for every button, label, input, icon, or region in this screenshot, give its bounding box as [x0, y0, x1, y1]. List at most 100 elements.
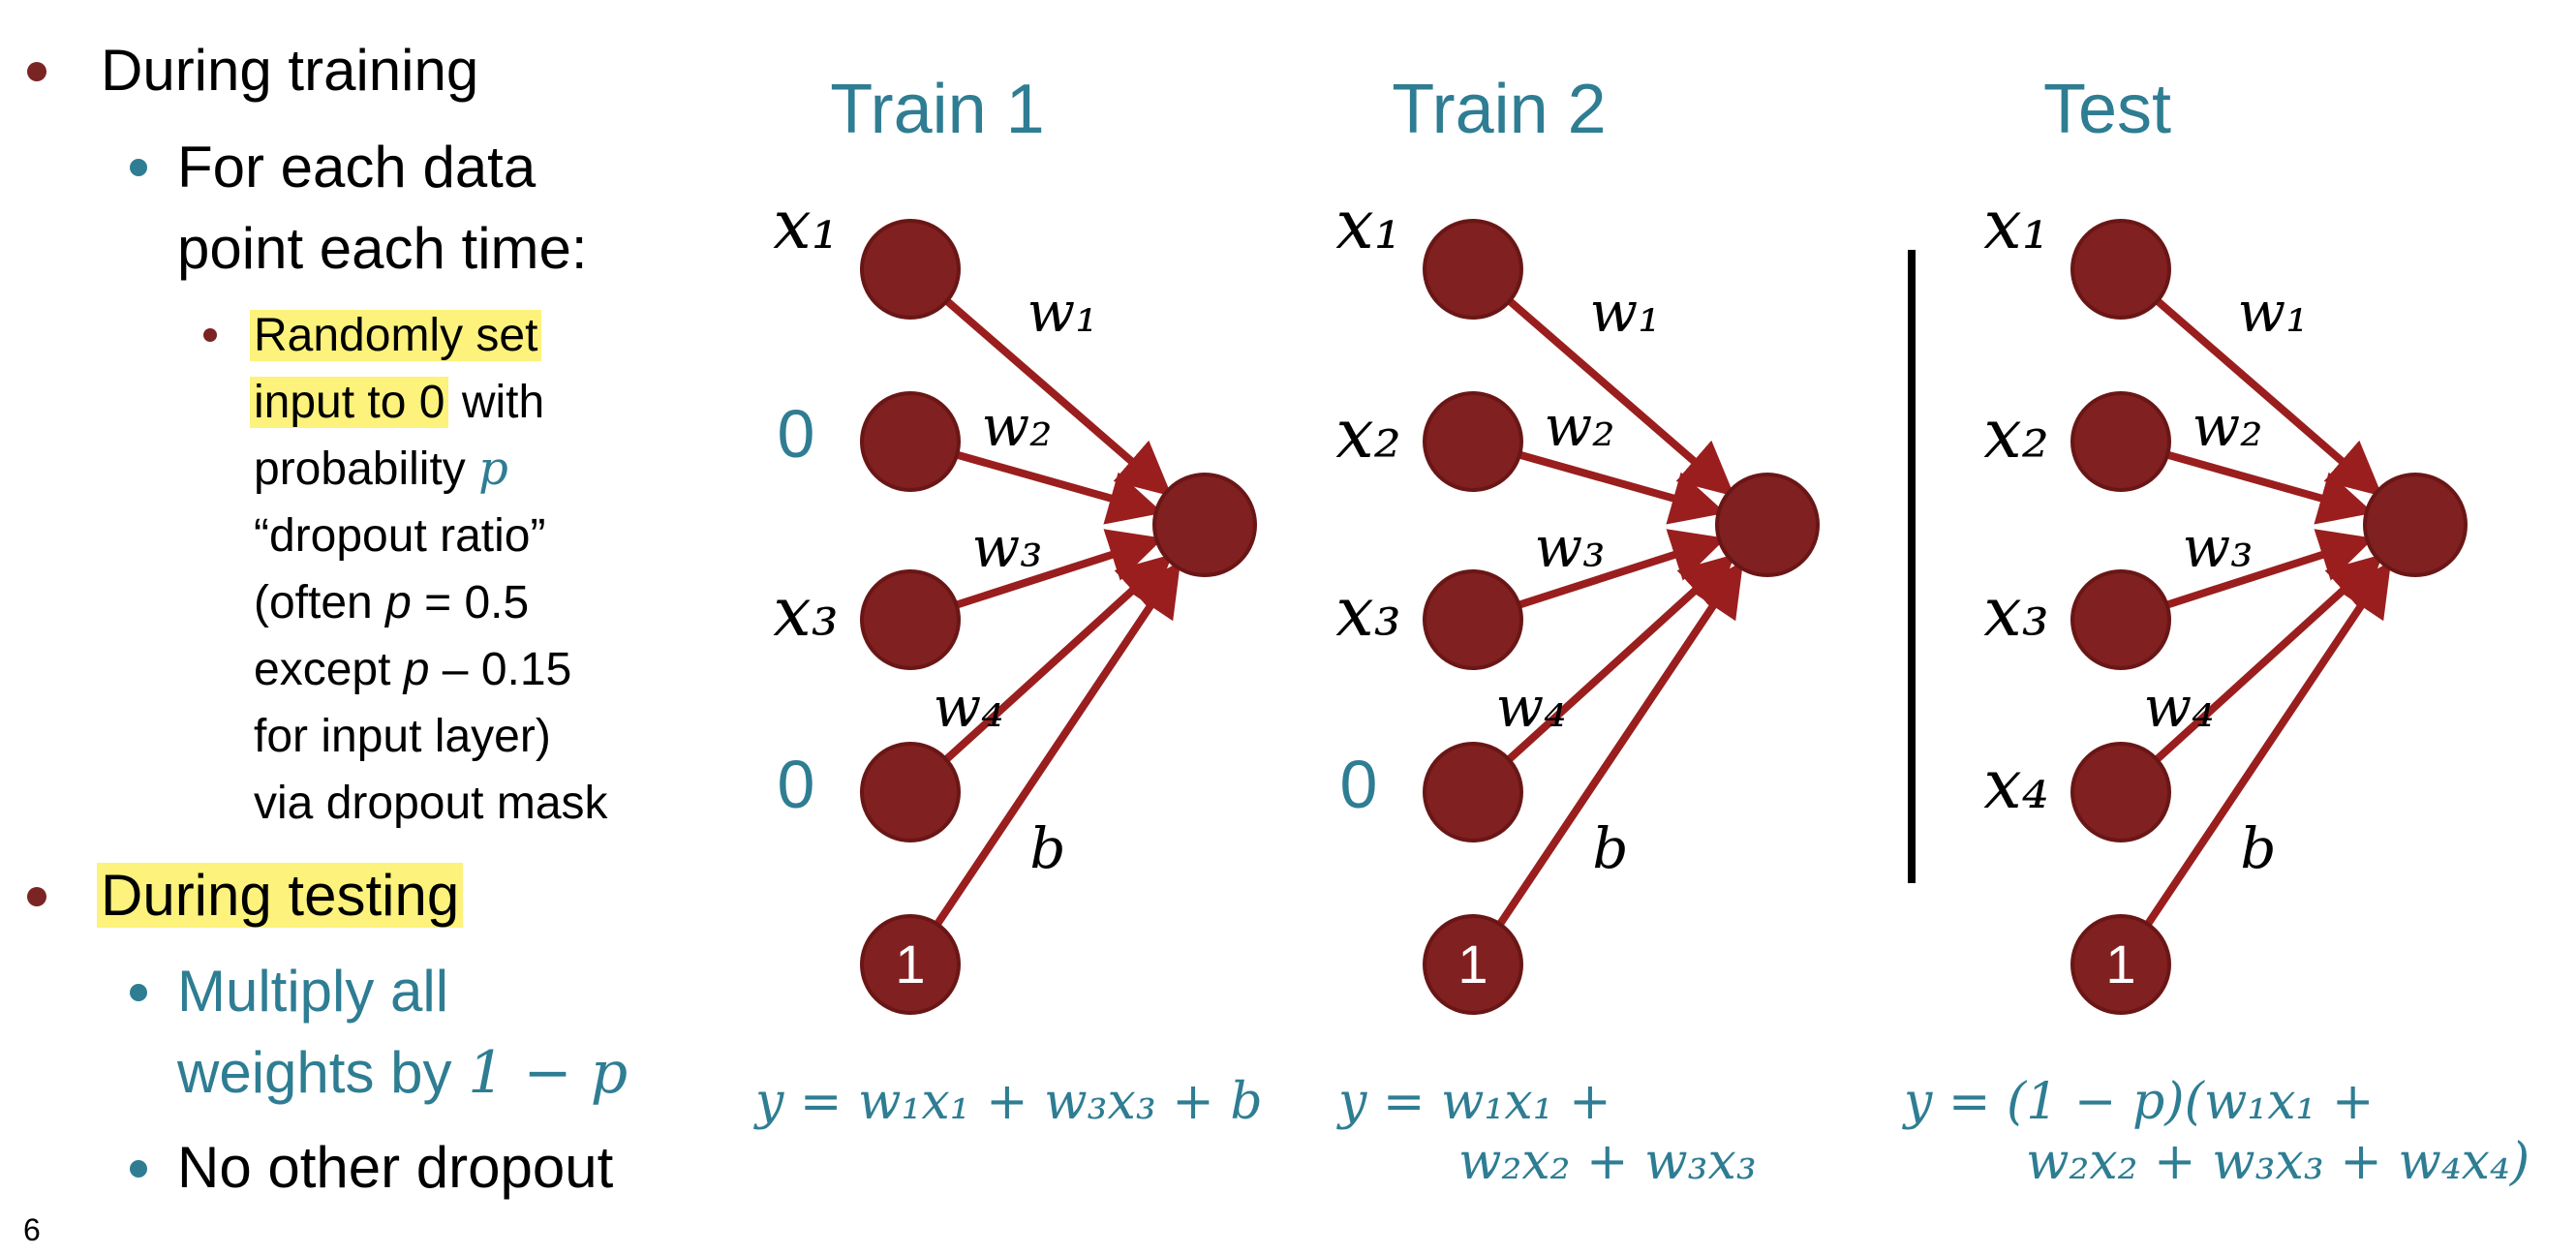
edge-arrow — [1518, 529, 1727, 609]
formula-line1: y = w₁x₁ + w₃x₃ + b — [755, 1073, 1263, 1131]
often-line: (often p = 0.5 — [254, 569, 529, 636]
bullet-for-each-line1: For each data — [177, 135, 537, 199]
random-line2: input to 0 with — [250, 369, 544, 436]
input-label: 0 — [1339, 747, 1378, 822]
weight-label: w₃ — [971, 514, 1043, 580]
formula-line1: y = (1 − p)(w₁x₁ + — [1904, 1073, 2375, 1131]
output-node — [1152, 473, 1257, 577]
dropout-mask-line: via dropout mask — [254, 778, 608, 829]
weight-label: w₄ — [1495, 674, 1567, 740]
except-suffix: – 0.15 — [429, 644, 572, 695]
input-label: x₁ — [1983, 185, 2049, 264]
bias-label: 1 — [1457, 934, 1487, 995]
bullet-dot — [27, 887, 46, 906]
probability-line: probability p — [254, 436, 508, 503]
weight-label: w₂ — [2192, 393, 2263, 459]
input-label: x₃ — [773, 572, 839, 652]
bullet-dot — [130, 984, 147, 1001]
bullet-during-testing: During testing — [97, 856, 464, 935]
weight-label: w₄ — [933, 674, 1004, 740]
bullet-for-each-line2: point each time: — [177, 216, 588, 281]
p-symbol: p — [478, 442, 508, 496]
input-node — [1423, 569, 1523, 670]
input-label: 0 — [777, 747, 815, 822]
highlight-randomly-set: Randomly set — [250, 310, 542, 361]
except-line: except p – 0.15 — [254, 636, 571, 703]
formula-line2: w₂x₂ + w₃x₃ — [1458, 1133, 1757, 1191]
input-label: x₁ — [773, 185, 839, 264]
diagram-title: Train 2 — [1392, 71, 1607, 148]
weight-label: w₃ — [1534, 514, 1606, 580]
input-node — [1423, 391, 1523, 492]
slide-number: 6 — [23, 1212, 41, 1247]
input-node — [2070, 742, 2171, 842]
input-label: x₂ — [1983, 394, 2049, 474]
input-node — [860, 391, 961, 492]
dropout-ratio-line: “dropout ratio” — [254, 510, 546, 562]
formula-line2: w₂x₂ + w₃x₃ + w₄x₄) — [2026, 1133, 2530, 1191]
edge-arrow — [2166, 450, 2374, 525]
except-prefix: except — [254, 644, 404, 695]
weight-label: w₂ — [1544, 393, 1615, 459]
edge-arrow — [2144, 561, 2392, 927]
input-label: x₃ — [1335, 572, 1401, 652]
input-node — [1423, 742, 1523, 842]
often-p: p — [385, 577, 412, 628]
multiply-text: weights by — [177, 1040, 469, 1105]
input-label: x₁ — [1335, 185, 1401, 264]
bullet-dot — [130, 1160, 147, 1178]
bullet-dot — [203, 328, 217, 342]
edge-arrow — [1496, 561, 1744, 927]
input-layer-line: for input layer) — [254, 711, 551, 762]
bias-label: 1 — [2105, 934, 2135, 995]
output-node — [1715, 473, 1820, 577]
input-node — [2070, 219, 2171, 320]
edge-arrow — [2155, 297, 2383, 497]
weight-label: b — [1592, 815, 1629, 881]
input-node — [860, 219, 961, 320]
bias-node — [2070, 914, 2171, 1015]
edge-arrow — [2165, 529, 2375, 609]
diagram-title: Train 1 — [830, 71, 1045, 148]
weight-label: w₁ — [1027, 279, 1098, 345]
input-label: 0 — [777, 396, 815, 472]
bias-label: 1 — [895, 934, 925, 995]
input-node — [860, 742, 961, 842]
weight-label: b — [2240, 815, 2277, 881]
bullet-no-other-dropout: No other dropout — [177, 1135, 614, 1200]
probability-text: probability — [254, 444, 479, 495]
one-minus-p: 1 − p — [468, 1039, 629, 1107]
input-node — [1423, 219, 1523, 320]
edge-arrow — [1507, 297, 1735, 497]
input-label: x₄ — [1983, 745, 2049, 824]
edge-arrow — [1518, 450, 1726, 525]
input-label: x₂ — [1335, 394, 1401, 474]
bias-node — [1423, 914, 1523, 1015]
highlight-during-testing: During testing — [97, 863, 464, 928]
edge-arrow — [944, 297, 1173, 497]
input-label: x₃ — [1983, 572, 2049, 652]
weight-label: w₂ — [981, 393, 1053, 459]
multiply-line1: Multiply all — [177, 959, 449, 1024]
input-node — [2070, 391, 2171, 492]
often-prefix: (often — [254, 577, 386, 628]
highlight-input-to-0: input to 0 — [250, 377, 449, 428]
formula-line1: y = w₁x₁ + — [1338, 1073, 1611, 1131]
often-suffix: = 0.5 — [411, 577, 530, 628]
bias-node — [860, 914, 961, 1015]
multiply-line2: weights by 1 − p — [177, 1032, 628, 1114]
input-node — [860, 569, 961, 670]
weight-label: w₃ — [2182, 514, 2254, 580]
bullet-during-training: During training — [101, 38, 479, 103]
weight-label: b — [1029, 815, 1066, 881]
input-node — [2070, 569, 2171, 670]
random-line2-rest: with — [448, 377, 545, 428]
edge-arrow — [955, 529, 1164, 609]
edge-arrow — [934, 561, 1181, 927]
bullet-dot — [27, 62, 46, 81]
random-line1: Randomly set — [250, 302, 542, 369]
weight-label: w₁ — [2237, 279, 2309, 345]
weight-label: w₁ — [1589, 279, 1661, 345]
except-p: p — [403, 644, 430, 695]
